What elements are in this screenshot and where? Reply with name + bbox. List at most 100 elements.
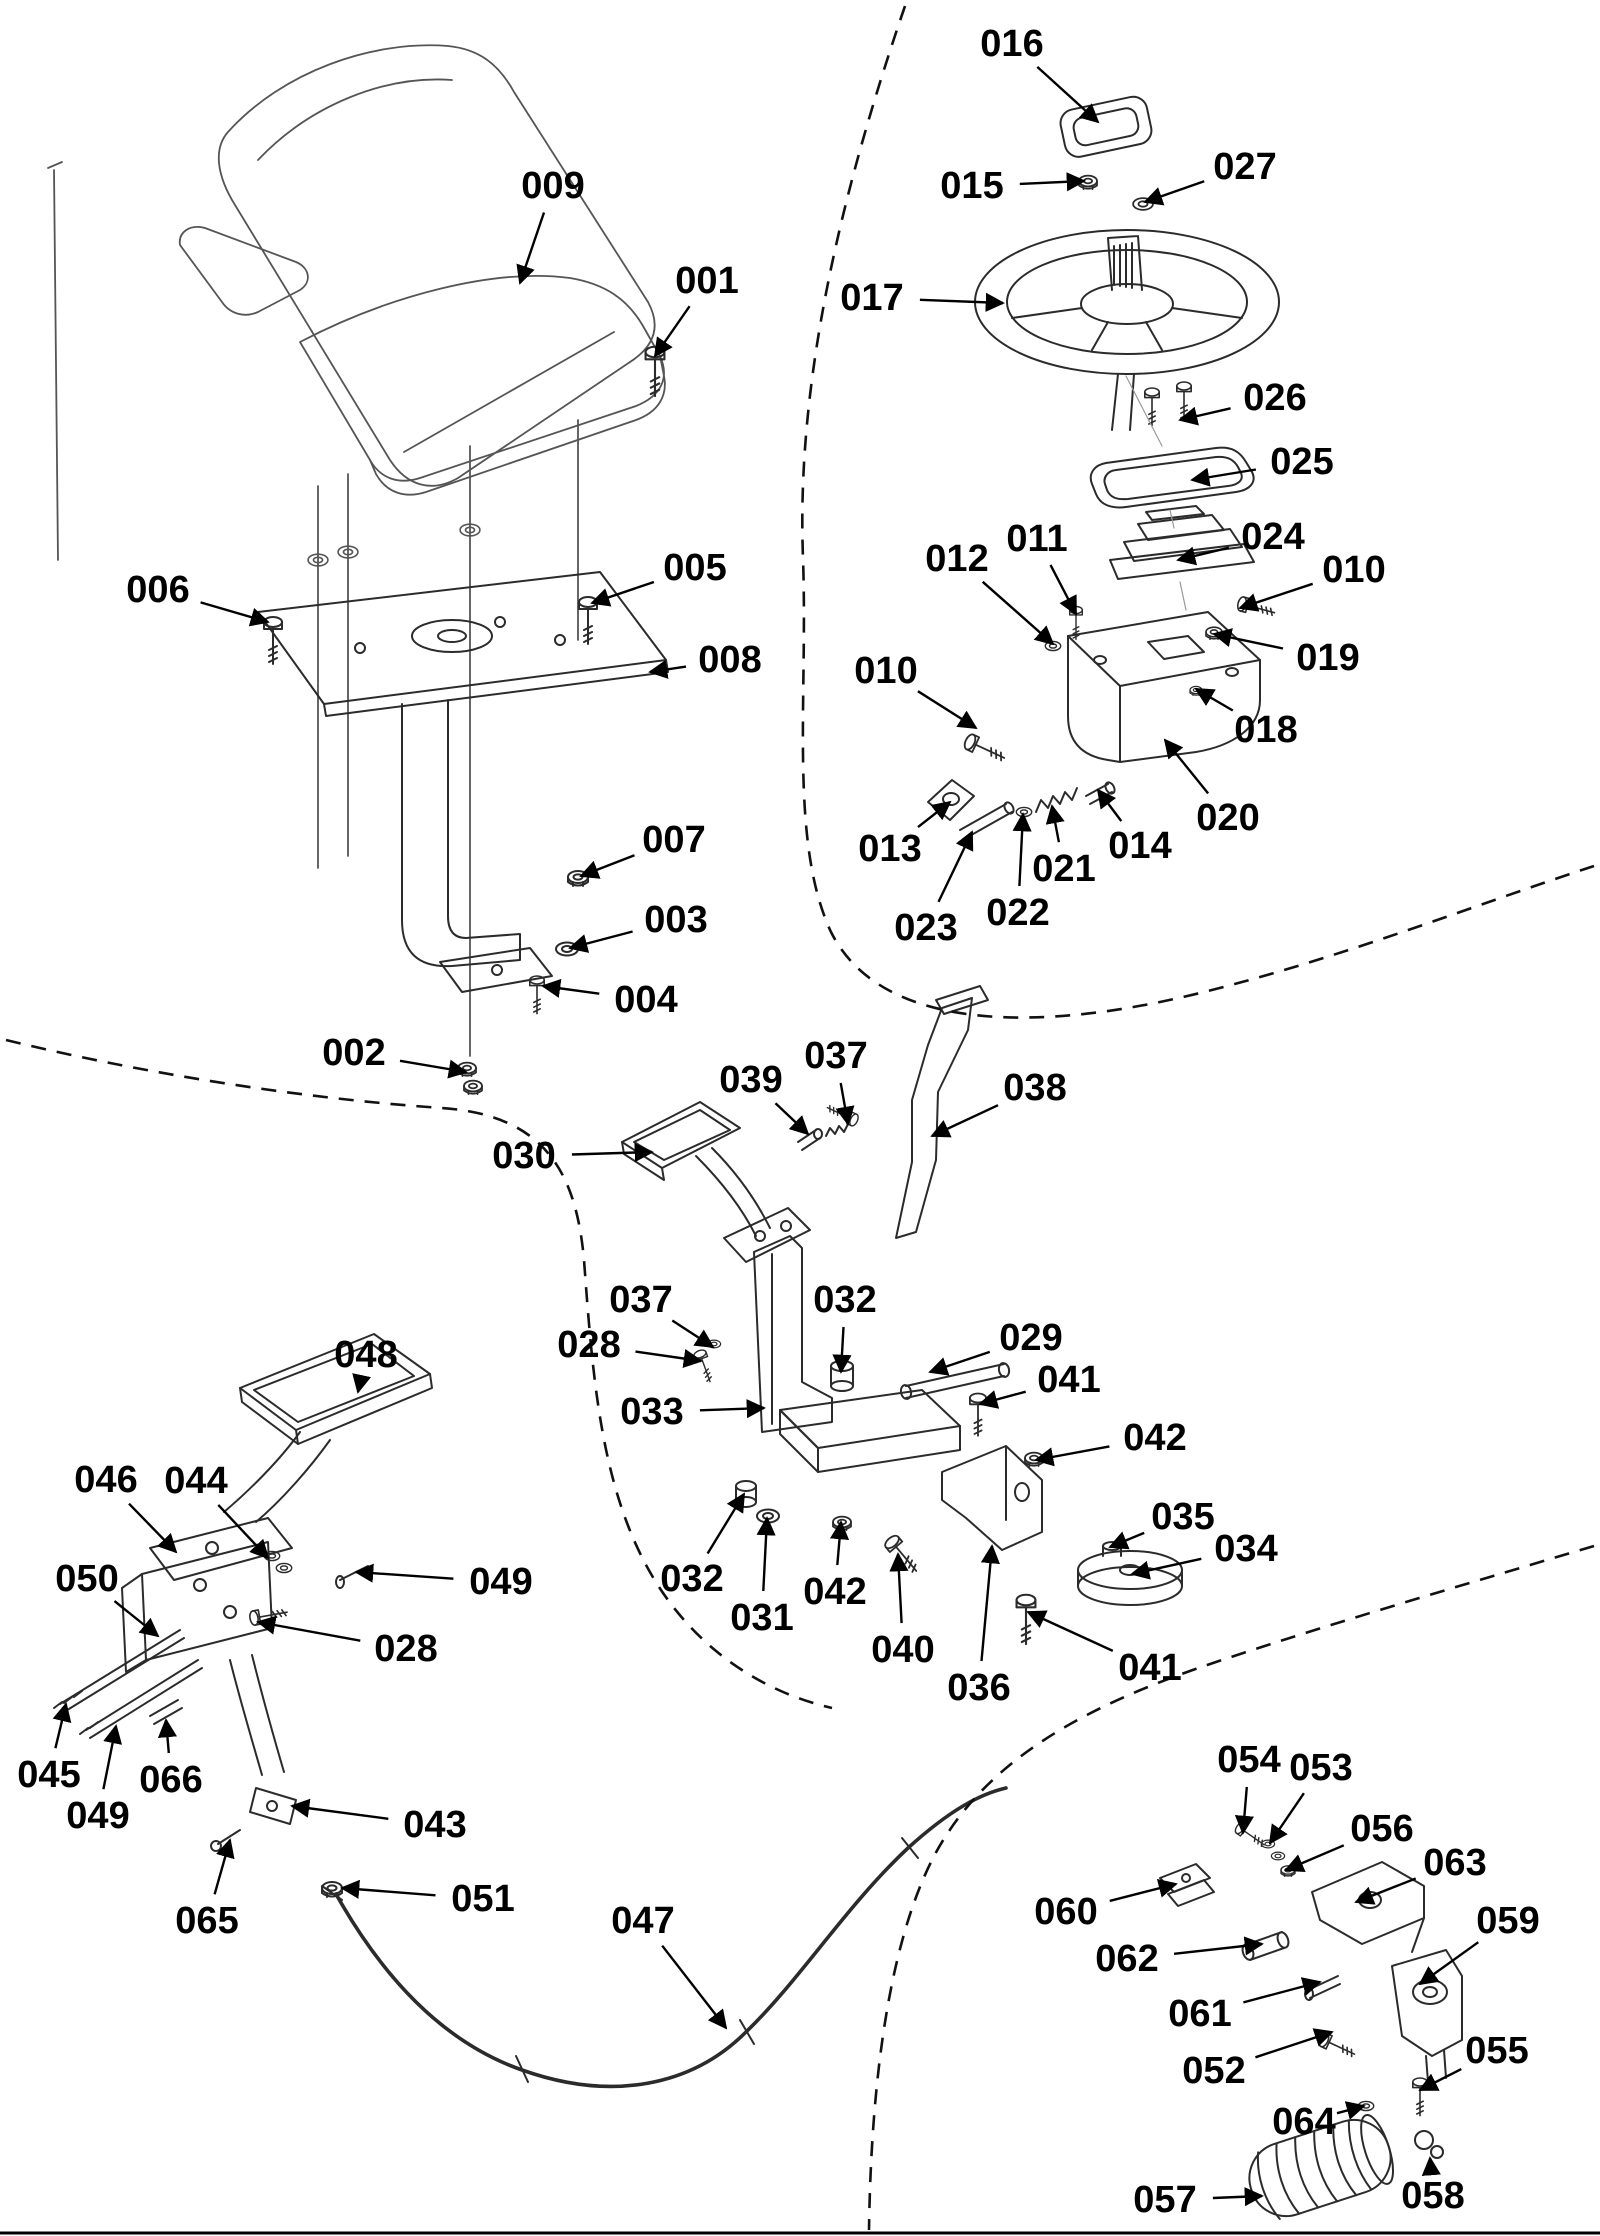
seat-cushion — [299, 275, 666, 496]
part-label-042: 042 — [803, 1571, 866, 1613]
part-label-036: 036 — [947, 1667, 1010, 1709]
callout-arrow-044 — [217, 1504, 270, 1560]
divider-bottom-right — [867, 1544, 1595, 2231]
part-label-032: 032 — [813, 1279, 876, 1321]
callout-arrow-021 — [1045, 804, 1065, 843]
part-label-042: 042 — [1123, 1417, 1186, 1459]
part-label-028: 028 — [557, 1324, 620, 1366]
callout-arrow-037 — [671, 1319, 715, 1349]
callout-arrow-032 — [832, 1326, 852, 1374]
callout-arrow-024 — [1176, 546, 1230, 566]
part-label-064: 064 — [1272, 2101, 1335, 2143]
callout-arrow-049 — [102, 1724, 123, 1790]
part-label-004: 004 — [614, 979, 677, 1021]
part-label-037: 037 — [609, 1279, 672, 1321]
callout-arrow-061 — [1243, 1977, 1322, 2004]
speed-control-assembly — [621, 985, 1183, 1646]
part-023-shaft — [959, 801, 1015, 839]
part-label-040: 040 — [871, 1629, 934, 1671]
part-039-pin-and-spring — [797, 1101, 861, 1151]
callout-arrow-057 — [1212, 2187, 1264, 2207]
part-049-pin — [335, 1565, 369, 1589]
part-label-010: 010 — [854, 650, 917, 692]
brake-pedal-assembly — [53, 1333, 1008, 2089]
callout-arrow-049 — [354, 1563, 454, 1583]
part-025-trim-ring — [1089, 446, 1255, 509]
part-label-041: 041 — [1037, 1359, 1100, 1401]
callout-arrow-035 — [1108, 1531, 1145, 1550]
part-label-049: 049 — [66, 1795, 129, 1837]
part-038-lever — [895, 985, 989, 1239]
callout-arrow-046 — [128, 1502, 178, 1554]
callout-arrow-066 — [157, 1718, 178, 1754]
part-008-seat-plate — [257, 571, 669, 717]
callout-arrow-014 — [1096, 788, 1123, 822]
small-hardware — [735, 1451, 1044, 1531]
part-045-rod — [53, 1629, 185, 1713]
part-label-006: 006 — [126, 569, 189, 611]
part-017-steering-wheel — [974, 229, 1280, 431]
part-049-rod — [79, 1659, 203, 1739]
callout-arrow-052 — [1255, 2028, 1334, 2059]
part-label-032: 032 — [660, 1558, 723, 1600]
callout-arrow-011 — [1049, 564, 1078, 616]
part-051-nut — [321, 1881, 343, 1898]
callout-arrow-006 — [200, 601, 270, 627]
callout-arrow-004 — [541, 978, 600, 998]
callout-arrow-005 — [590, 580, 655, 607]
callout-arrow-032 — [706, 1492, 746, 1555]
part-label-044: 044 — [164, 1460, 227, 1502]
callout-arrow-041 — [978, 1390, 1027, 1409]
callout-arrow-058 — [1421, 2156, 1441, 2176]
callout-arrow-020 — [1163, 738, 1210, 795]
part-label-026: 026 — [1243, 377, 1306, 419]
part-030-pedal-pad — [621, 1101, 741, 1181]
callout-arrow-002 — [399, 1059, 468, 1079]
seat-assembly — [47, 44, 666, 1057]
part-label-043: 043 — [403, 1804, 466, 1846]
part-label-022: 022 — [986, 892, 1049, 934]
callout-arrow-051 — [340, 1879, 436, 1899]
part-063-bracket — [1311, 1861, 1425, 1953]
part-label-013: 013 — [858, 828, 921, 870]
part-label-001: 001 — [675, 260, 738, 302]
callout-arrow-027 — [1143, 180, 1205, 206]
part-label-021: 021 — [1032, 848, 1095, 890]
part-058-fitting — [1414, 2130, 1444, 2159]
part-label-019: 019 — [1296, 637, 1359, 679]
part-label-038: 038 — [1003, 1067, 1066, 1109]
part-label-017: 017 — [840, 277, 903, 319]
callout-arrow-045 — [52, 1702, 72, 1749]
seat-plate-assembly — [257, 345, 669, 1095]
part-label-015: 015 — [940, 165, 1003, 207]
callout-arrow-001 — [653, 305, 691, 358]
callout-arrow-010 — [1238, 582, 1314, 612]
callout-arrow-041 — [1026, 1610, 1114, 1652]
callout-arrow-033 — [699, 1399, 766, 1419]
callout-arrow-009 — [516, 212, 546, 285]
callout-arrow-054 — [1234, 1786, 1254, 1835]
part-label-039: 039 — [719, 1059, 782, 1101]
callout-arrow-017 — [919, 292, 1005, 312]
callout-arrow-028 — [635, 1349, 703, 1369]
part-label-055: 055 — [1465, 2030, 1528, 2072]
alignment-guides — [1125, 375, 1187, 611]
part-label-005: 005 — [663, 547, 726, 589]
callout-arrow-060 — [1109, 1878, 1178, 1903]
part-033-bracket — [692, 1235, 833, 1433]
callout-arrow-042 — [829, 1520, 850, 1566]
callout-arrow-031 — [756, 1516, 776, 1592]
part-label-066: 066 — [139, 1759, 202, 1801]
callout-arrow-007 — [579, 854, 635, 879]
part-label-045: 045 — [17, 1754, 80, 1796]
pedal-arm — [149, 1431, 331, 1581]
seat-fasteners — [263, 345, 666, 1095]
part-label-028: 028 — [374, 1628, 437, 1670]
callout-arrow-065 — [213, 1838, 235, 1895]
callout-arrow-023 — [937, 830, 974, 903]
callout-arrow-039 — [774, 1102, 810, 1136]
seat-back — [217, 44, 656, 487]
